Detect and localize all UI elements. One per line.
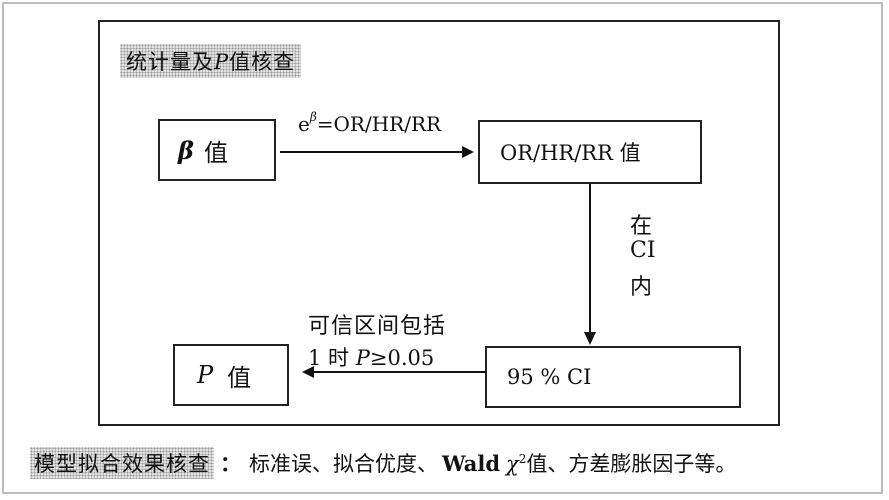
p-symbol: P <box>197 361 214 389</box>
arrow-ci-to-p <box>302 366 486 378</box>
outer-frame <box>2 2 883 494</box>
ci-cover-label: 可信区间包括 <box>308 314 447 339</box>
footer-wald: Wald <box>442 451 501 476</box>
footer-separator: ： <box>220 451 241 476</box>
ci-label: 95 % CI <box>507 365 592 389</box>
ci-node: 95 % CI <box>485 346 741 408</box>
footer-text-1: 标准误、拟合优度、 <box>249 452 438 476</box>
model-fit-label: 模型拟合效果核查 <box>30 447 214 479</box>
arrow-beta-to-or <box>280 146 474 158</box>
chi-symbol: χ <box>506 452 519 476</box>
in-ci-label-1: 在 <box>630 214 653 239</box>
beta-value-node: β 值 <box>158 119 276 181</box>
formula-exponent: β <box>309 110 317 125</box>
footer-chi-square: χ2 <box>506 452 526 476</box>
condition-prefix: 1 时 <box>308 346 356 370</box>
conversion-formula: eβ=OR/HR/RR <box>298 110 442 136</box>
in-ci-label-3: 内 <box>630 275 653 300</box>
p-condition-label: 1 时 P≥0.05 <box>308 342 434 372</box>
footer-text-2: 值、方差膨胀因子等。 <box>526 452 737 476</box>
panel-title: 统计量及P值核查 <box>120 44 302 78</box>
p-value-node: P 值 <box>173 344 289 406</box>
model-fit-check-line: 模型拟合效果核查 ： 标准误、拟合优度、 Wald χ2 值、方差膨胀因子等。 <box>30 447 880 479</box>
p-label: 值 <box>227 363 252 392</box>
condition-p-symbol: P <box>355 346 370 370</box>
beta-symbol: β <box>178 135 194 165</box>
title-p-symbol: P <box>214 50 230 74</box>
or-hr-rr-label: OR/HR/RR 值 <box>500 141 641 165</box>
condition-suffix: ≥0.05 <box>369 346 435 370</box>
in-ci-label-2: CI <box>630 238 656 263</box>
formula-base: e <box>298 112 310 136</box>
formula-rest: =OR/HR/RR <box>316 112 442 136</box>
title-prefix: 统计量及 <box>126 50 214 74</box>
chi-exponent: 2 <box>518 452 527 466</box>
title-suffix: 值核查 <box>229 50 296 74</box>
arrow-or-to-ci <box>584 184 596 345</box>
stats-check-panel: 统计量及P值核查 β 值 eβ=OR/HR/RR OR/HR/RR 值 在 CI… <box>98 20 780 426</box>
or-hr-rr-node: OR/HR/RR 值 <box>478 120 702 184</box>
beta-label: 值 <box>203 138 228 167</box>
